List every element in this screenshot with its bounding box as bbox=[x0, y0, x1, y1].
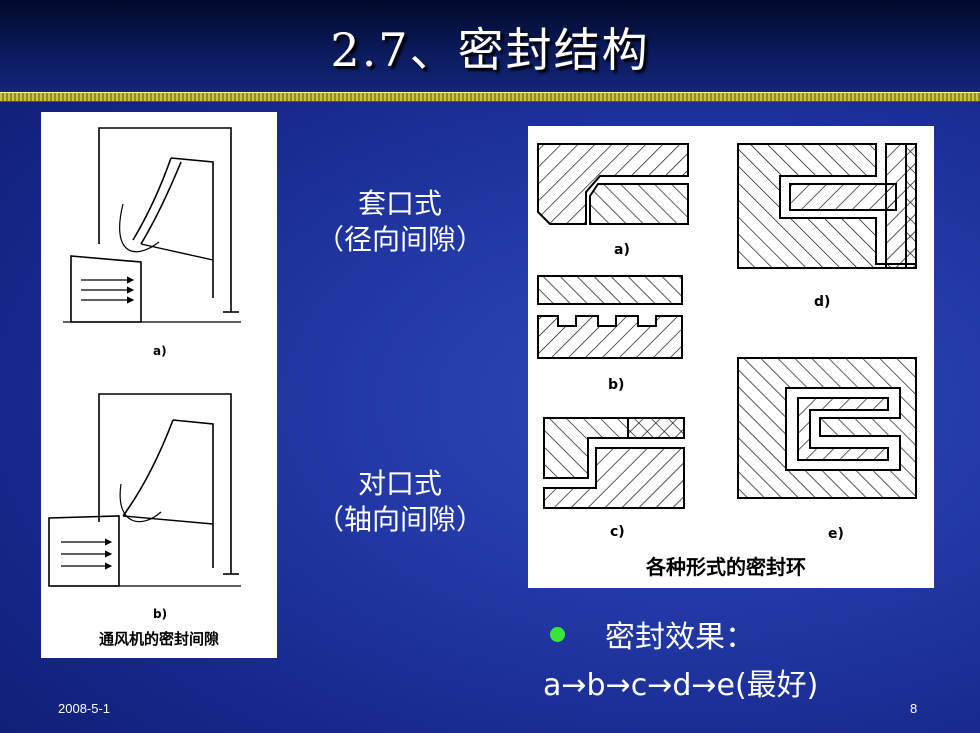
seal-ring-d bbox=[737, 143, 917, 269]
fan-seal-drawing: a) b) 通风机的密封间隙 bbox=[48, 127, 241, 648]
seal-effect-bullet: 密封效果： bbox=[546, 612, 755, 656]
seal-label-d: d) bbox=[814, 294, 830, 310]
seal-ring-e bbox=[737, 357, 917, 499]
fan-label-b: b) bbox=[153, 607, 167, 621]
seal-effect-heading: 密封效果： bbox=[605, 620, 755, 655]
seal-label-e: e) bbox=[828, 526, 844, 542]
sleeve-type: 套口式 bbox=[357, 187, 442, 220]
seal-label-c: c) bbox=[610, 524, 625, 540]
title-bar bbox=[0, 0, 980, 92]
butt-note: （轴向间隙） bbox=[315, 503, 484, 536]
title-divider bbox=[0, 92, 980, 102]
seal-ring-c bbox=[543, 417, 685, 509]
seal-ring-drawing: a) d) b) e) c) 各种形式的密封环 bbox=[537, 143, 917, 579]
fan-caption: 通风机的密封间隙 bbox=[99, 630, 219, 648]
sleeve-seal-label: 套口式 （径向间隙） bbox=[300, 186, 500, 258]
seal-ring-b bbox=[537, 275, 683, 359]
fan-seal-a bbox=[63, 127, 241, 323]
page-number: 8 bbox=[910, 701, 918, 716]
seal-effect-order: a→b→c→d→e(最好) bbox=[543, 668, 819, 703]
footer-date: 2008-5-1 bbox=[58, 701, 111, 716]
fan-seal-b bbox=[48, 393, 241, 587]
fan-seal-figure: a) b) 通风机的密封间隙 bbox=[41, 112, 277, 658]
bullet-dot-icon bbox=[550, 626, 565, 642]
seal-label-a: a) bbox=[614, 242, 630, 258]
butt-seal-label: 对口式 （轴向间隙） bbox=[300, 466, 500, 538]
sleeve-note: （径向间隙） bbox=[315, 223, 484, 256]
fan-label-a: a) bbox=[153, 344, 167, 358]
slide-title: 2.7、密封结构 bbox=[330, 23, 650, 77]
seal-caption: 各种形式的密封环 bbox=[645, 555, 806, 579]
seal-label-b: b) bbox=[608, 377, 624, 393]
butt-type: 对口式 bbox=[357, 467, 442, 500]
seal-ring-figure: a) d) b) e) c) 各种形式的密封环 bbox=[528, 126, 934, 588]
seal-ring-a bbox=[537, 143, 689, 225]
